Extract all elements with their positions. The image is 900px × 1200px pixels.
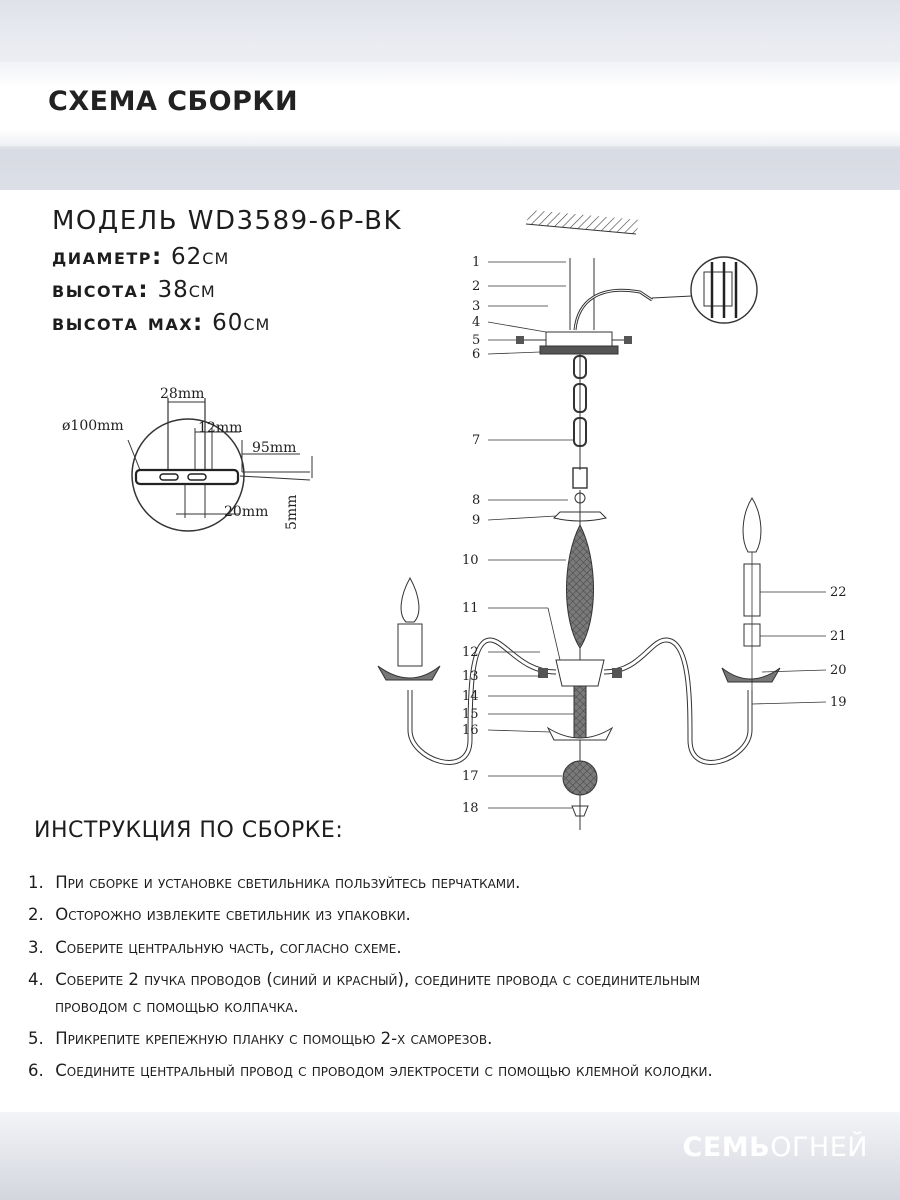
finial: [571, 805, 589, 817]
part-3: 3: [472, 299, 480, 314]
instruction-item: 1. При сборке и установке светильника по…: [28, 870, 888, 896]
canopy: [539, 345, 619, 355]
part-13: 13: [462, 669, 479, 684]
detail-circle: [131, 418, 245, 532]
instruction-number: 5.: [28, 1028, 44, 1048]
header-title-strip: [0, 62, 900, 146]
chandelier-diagram: 1 2 3 4 5 6 7 8 9 10 11 12 13 14 15 16 1…: [377, 210, 847, 830]
instruction-number: 6.: [28, 1061, 44, 1081]
part-12: 12: [462, 645, 479, 660]
right-arm: [603, 637, 753, 765]
brand-part-2: ОГНЕЙ: [770, 1132, 868, 1163]
spec-height-label: ВЫСОТА:: [52, 277, 150, 303]
plate-profile: [134, 468, 240, 486]
spec-height-max-value: 60см: [212, 310, 271, 336]
dim-95: 95mm: [252, 440, 296, 456]
specs-block: МОДЕЛЬ WD3589-6P-BK ДИАМЕТР: 62см ВЫСОТА…: [52, 206, 402, 343]
part-22: 22: [830, 585, 847, 600]
part-11: 11: [462, 601, 479, 616]
part-17: 17: [462, 769, 479, 784]
terminal-block-callout: [690, 256, 758, 324]
ceiling-hatch: [526, 210, 640, 234]
left-candle-sleeve: [397, 623, 423, 667]
instruction-text-continued: проводом с помощью колпачка.: [55, 996, 299, 1016]
brand-part-1: СЕМЬ: [682, 1132, 771, 1163]
dim-5: 5mm: [284, 495, 300, 530]
right-bobeche: [721, 667, 781, 683]
mounting-plate-detail: 28mm 12mm ø100mm 95mm 20mm 5mm: [62, 386, 313, 532]
part-21: 21: [830, 629, 847, 644]
instruction-text: Соберите 2 пучка проводов (синий и красн…: [55, 970, 701, 990]
part-19: 19: [830, 695, 847, 710]
mounting-bar: [545, 331, 613, 347]
part-2: 2: [472, 279, 480, 294]
spec-height-max-label: ВЫСОТА МАХ:: [52, 310, 204, 336]
part-16: 16: [462, 723, 479, 738]
part-18: 18: [462, 801, 479, 816]
page-title: СХЕМА СБОРКИ: [48, 86, 299, 117]
instruction-item: 6. Соедините центральный провод с провод…: [28, 1058, 888, 1084]
instructions-list: 1. При сборке и установке светильника по…: [28, 870, 888, 1091]
part-7: 7: [472, 433, 480, 448]
dim-d100: ø100mm: [62, 418, 124, 434]
instruction-number: 4.: [28, 970, 44, 990]
right-bulb: [742, 497, 762, 553]
spec-height-max: ВЫСОТА МАХ: 60см: [52, 310, 402, 336]
part-9: 9: [472, 513, 480, 528]
lower-cup: [546, 726, 614, 741]
left-bobeche: [377, 665, 441, 681]
spec-diameter-label: ДИАМЕТР:: [52, 244, 163, 270]
left-bulb: [400, 576, 420, 623]
glass-column: [566, 523, 594, 649]
left-arm: [407, 637, 557, 765]
central-body: [555, 659, 605, 687]
instruction-item: 5. Прикрепите крепежную планку с помощью…: [28, 1026, 888, 1052]
instructions-title: ИНСТРУКЦИЯ ПО СБОРКЕ:: [34, 818, 344, 843]
dim-28: 28mm: [160, 386, 204, 402]
instruction-text: Соберите центральную часть, согласно схе…: [55, 937, 402, 957]
part-14: 14: [462, 689, 479, 704]
instruction-item: 2. Осторожно извлеките светильник из упа…: [28, 902, 888, 928]
part-20: 20: [830, 663, 847, 678]
spec-diameter: ДИАМЕТР: 62см: [52, 244, 402, 270]
instruction-text: Осторожно извлеките светильник из упаков…: [55, 905, 411, 925]
spec-height: ВЫСОТА: 38см: [52, 277, 402, 303]
spec-diameter-value: 62см: [171, 244, 230, 270]
part-4: 4: [472, 315, 480, 330]
part-1: 1: [472, 255, 480, 270]
dim-20: 20mm: [224, 504, 268, 520]
spec-height-value: 38см: [157, 277, 216, 303]
instruction-item: 4. Соберите 2 пучка проводов (синий и кр…: [28, 967, 888, 1020]
part-10: 10: [462, 553, 479, 568]
instruction-number: 3.: [28, 937, 44, 957]
spec-model: МОДЕЛЬ WD3589-6P-BK: [52, 206, 403, 236]
part-8: 8: [472, 493, 480, 508]
instruction-text: Прикрепите крепежную планку с помощью 2-…: [55, 1028, 493, 1048]
instruction-number: 2.: [28, 905, 44, 925]
brand-logo: СЕМЬОГНЕЙ: [683, 1132, 869, 1163]
footer-band: [0, 1112, 900, 1200]
part-15: 15: [462, 707, 479, 722]
part-5: 5: [472, 333, 480, 348]
dim-12: 12mm: [198, 420, 242, 436]
instruction-number: 1.: [28, 873, 44, 892]
instruction-text: При сборке и установке светильника польз…: [55, 873, 521, 892]
instruction-item: 3. Соберите центральную часть, согласно …: [28, 935, 888, 961]
glass-ball: [562, 760, 598, 796]
part-6: 6: [472, 347, 480, 362]
instruction-text: Соедините центральный провод с проводом …: [55, 1061, 713, 1081]
